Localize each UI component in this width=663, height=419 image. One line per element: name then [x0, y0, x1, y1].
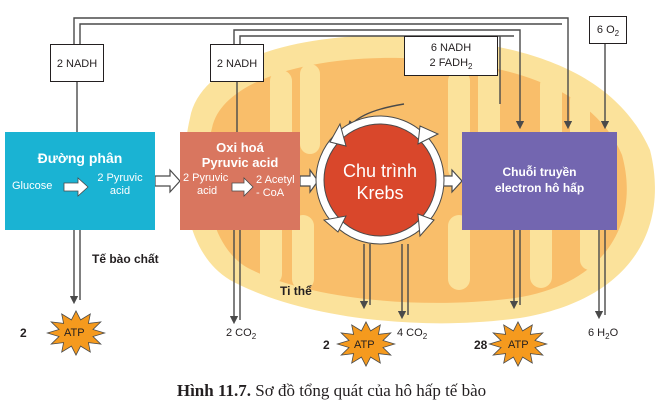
figure-number: Hình 11.7.: [176, 381, 252, 400]
atp-label-etc: ATP: [508, 339, 529, 351]
atp-star-etc: [488, 321, 548, 367]
pyruvate-oxidation-box: [180, 132, 300, 230]
figure-title: Sơ đồ tổng quát của hô hấp tế bào: [255, 381, 487, 400]
atp-star-glycolysis: [46, 310, 106, 356]
acetyl-coa-label: 2 Acetyl- CoA: [256, 174, 295, 199]
atp-count-etc: 28: [474, 338, 488, 352]
krebs-cycle-arrows: [322, 122, 440, 238]
atp-stars: [46, 310, 548, 367]
nadh-pyruvate-label: 2 NADH: [216, 58, 258, 70]
figure-caption: Hình 11.7. Sơ đồ tổng quát của hô hấp tế…: [0, 381, 663, 401]
mitochondria-label: Ti thể: [280, 284, 312, 298]
fadh-krebs-label: 2 FADH2: [429, 57, 473, 72]
glucose-arrow: [63, 177, 89, 197]
flow-arrows: [154, 168, 463, 194]
atp-label-krebs: ATP: [354, 339, 375, 351]
atp-count-krebs: 2: [323, 338, 330, 352]
nadh-glycolysis-label: 2 NADH: [56, 58, 98, 70]
glucose-label: Glucose: [12, 180, 53, 192]
cytoplasm-label: Tế bào chất: [92, 252, 159, 266]
nadh-glycolysis-box: 2 NADH: [50, 44, 104, 82]
krebs-products-box: 6 NADH 2 FADH2: [404, 36, 498, 76]
nadh-pyruvate-box: 2 NADH: [210, 44, 264, 82]
acetyl-arrow: [231, 177, 254, 197]
atp-count-glycolysis: 2: [20, 326, 27, 340]
etc-box: [462, 132, 617, 230]
oxygen-box: 6 O2: [589, 16, 627, 44]
nadh-krebs-label: 6 NADH: [430, 42, 472, 54]
water-label: 6 H2O: [588, 327, 619, 342]
co2-krebs-label: 4 CO2: [397, 327, 428, 342]
oxygen-label: 6 O: [596, 24, 615, 36]
atp-label-glycolysis: ATP: [64, 327, 85, 339]
glycolysis-title: Đường phân: [37, 150, 123, 166]
nadh-connectors: [76, 82, 238, 132]
top-connectors: [73, 17, 610, 130]
atp-star-krebs: [336, 321, 396, 367]
co2-pyruvate-label: 2 CO2: [226, 327, 257, 342]
output-arrows: [69, 230, 606, 325]
krebs-circle: [323, 123, 437, 237]
